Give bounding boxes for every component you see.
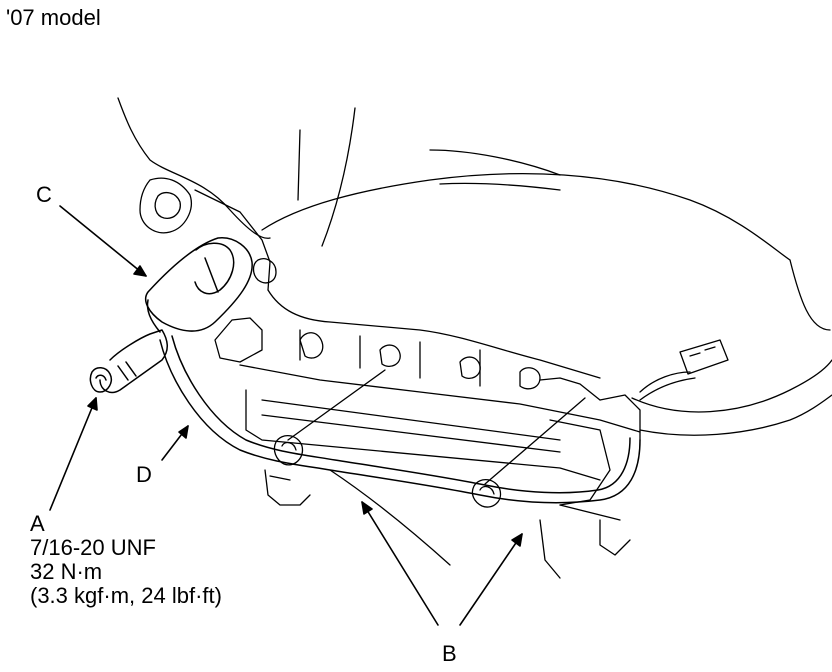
- seat-cushion-outline: [117, 97, 791, 261]
- seat-belt-buckle: [144, 237, 253, 333]
- buckle-cable: [159, 335, 641, 504]
- connector-icon: [679, 339, 729, 375]
- side-trim-and-connector: [631, 259, 832, 436]
- page-title: '07 model: [6, 5, 101, 30]
- callout-a-torque-metric: 32 N·m: [30, 559, 103, 584]
- callout-a-letter: A: [30, 511, 45, 536]
- callout-a-torque-imperial: (3.3 kgf·m, 24 lbf·ft): [30, 583, 222, 608]
- callout-a-thread-spec: 7/16-20 UNF: [30, 535, 156, 560]
- callout-b-label: B: [442, 641, 457, 666]
- callout-d-label: D: [136, 462, 152, 487]
- callout-a-block: A 7/16-20 UNF 32 N·m (3.3 kgf·m, 24 lbf·…: [30, 512, 222, 608]
- leader-lines: [49, 205, 523, 626]
- callout-c-label: C: [36, 182, 52, 207]
- cable-clips: [273, 369, 586, 508]
- anchor-bolt: [89, 329, 168, 394]
- cable-clip-2: [471, 479, 502, 508]
- seat-frame: [139, 177, 641, 579]
- cable-clip-1: [273, 435, 304, 466]
